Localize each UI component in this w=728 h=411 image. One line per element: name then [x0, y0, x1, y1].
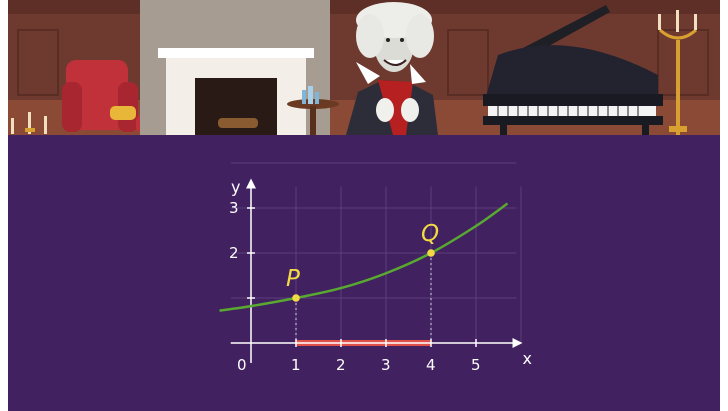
side-table-icon: [287, 86, 339, 135]
x-tick-label: 4: [426, 356, 436, 374]
grand-piano-icon: [483, 5, 663, 135]
point-q: [427, 249, 435, 257]
x-axis-label: x: [523, 349, 532, 368]
candles-icon: [11, 112, 47, 134]
composer-character: [346, 2, 438, 135]
room-scene: [8, 0, 720, 135]
fireplace-icon: [140, 0, 330, 135]
wall-panels: [17, 29, 709, 96]
function-graph: 0 1 2 3 4 5 2 3 x yP Q: [8, 135, 720, 411]
curve-layer: [219, 202, 509, 312]
y-tick-label: 3: [229, 199, 239, 217]
guide-lines: [295, 253, 432, 343]
y-axis-label: y: [231, 178, 240, 197]
function-curve: [219, 202, 509, 312]
y-axis-arrow: [246, 178, 256, 189]
points-layer: [292, 249, 435, 302]
point-label-q: Q: [421, 221, 439, 247]
x-tick-label: 1: [291, 356, 301, 374]
axes: [230, 178, 523, 363]
point-label-p: P: [286, 266, 300, 292]
y-tick-label: 2: [229, 244, 239, 262]
grid: [230, 162, 522, 343]
x-tick-label: 3: [381, 356, 391, 374]
x-tick-label: 0: [237, 356, 247, 374]
x-tick-label: 5: [471, 356, 481, 374]
labels-layer: 0 1 2 3 4 5 2 3 x yP Q: [229, 178, 532, 375]
x-axis-arrow: [512, 338, 523, 348]
x-tick-label: 2: [336, 356, 346, 374]
graph-background: [8, 135, 720, 411]
point-p: [292, 294, 300, 302]
candelabra-icon: [658, 10, 697, 135]
